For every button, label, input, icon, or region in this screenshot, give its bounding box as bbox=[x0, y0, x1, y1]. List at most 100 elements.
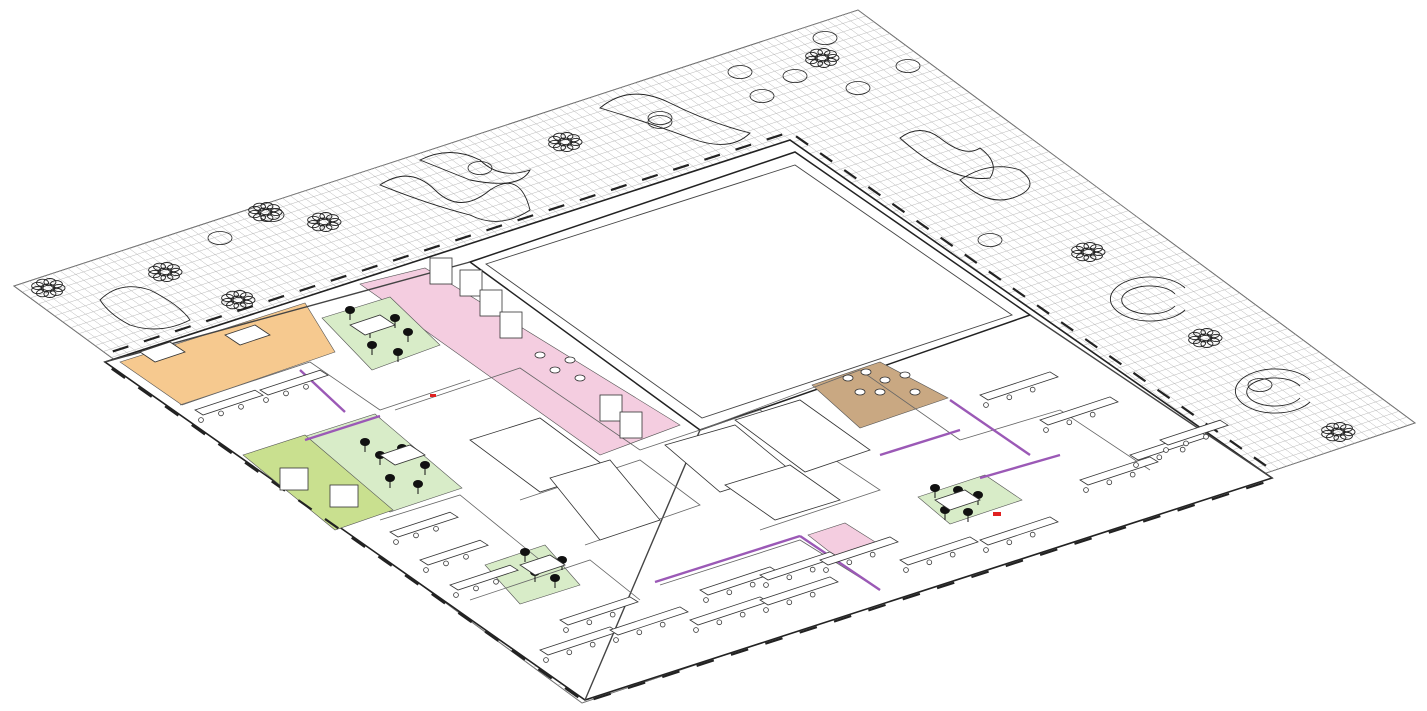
meeting-table bbox=[139, 341, 186, 363]
elevator-icon bbox=[724, 464, 841, 521]
chair-icon bbox=[926, 559, 933, 566]
chair-icon bbox=[1089, 411, 1096, 418]
shrub-icon bbox=[812, 31, 838, 45]
facade-segment bbox=[661, 670, 680, 679]
chair-icon bbox=[218, 410, 224, 417]
chair-icon bbox=[303, 383, 309, 390]
chair-icon bbox=[1006, 394, 1013, 401]
facade-segment bbox=[1156, 388, 1171, 400]
chair-icon bbox=[1133, 462, 1139, 468]
facade-segment bbox=[1108, 526, 1127, 534]
facade-segment bbox=[672, 163, 690, 171]
stool bbox=[534, 351, 546, 359]
facade-segment bbox=[1060, 321, 1074, 332]
facade-segment bbox=[1180, 405, 1195, 416]
facade-segment bbox=[1108, 355, 1123, 366]
chair-icon bbox=[763, 607, 769, 613]
chair-icon bbox=[390, 314, 400, 328]
planter-outline bbox=[99, 286, 191, 330]
chair-icon bbox=[198, 417, 204, 423]
facade-segment bbox=[205, 315, 223, 323]
chair-icon bbox=[749, 581, 756, 588]
chair-icon bbox=[609, 611, 616, 618]
meeting-table bbox=[519, 554, 566, 576]
chair-icon bbox=[393, 348, 403, 362]
chair-icon bbox=[1203, 433, 1209, 440]
facade-segment bbox=[431, 593, 446, 605]
facade-segment bbox=[1039, 548, 1058, 556]
chair-icon bbox=[473, 585, 479, 592]
tree-icon bbox=[1188, 328, 1223, 348]
facade-segment bbox=[735, 143, 752, 151]
facade-segment bbox=[143, 335, 160, 343]
glass-partition-5 bbox=[949, 399, 1031, 456]
facade-segment bbox=[244, 461, 259, 473]
facade-segment bbox=[548, 204, 565, 212]
booth bbox=[599, 394, 623, 422]
chair-icon bbox=[983, 547, 989, 553]
facade-segment bbox=[164, 405, 179, 417]
bench-arc bbox=[1121, 285, 1176, 315]
booth bbox=[479, 289, 503, 317]
accent-mark bbox=[993, 512, 1001, 516]
facade-segment bbox=[610, 183, 627, 192]
chair-icon bbox=[1066, 419, 1073, 426]
tree-icon bbox=[307, 212, 342, 232]
facade-segment bbox=[936, 581, 955, 590]
chair-icon bbox=[360, 438, 370, 452]
facade-segment bbox=[939, 236, 954, 247]
chair-icon bbox=[1179, 446, 1186, 453]
chair-icon bbox=[983, 402, 989, 408]
chair-icon bbox=[1006, 539, 1013, 546]
desk-icon bbox=[559, 596, 639, 633]
desk-icon bbox=[1039, 396, 1119, 433]
chair-icon bbox=[423, 567, 429, 573]
facade-segment bbox=[1253, 456, 1267, 467]
chair-icon bbox=[413, 532, 419, 539]
facade-segment bbox=[1132, 371, 1147, 383]
desk-icon bbox=[194, 389, 264, 423]
glass-partition-1 bbox=[654, 534, 801, 584]
chair-icon bbox=[903, 567, 909, 573]
stool bbox=[564, 356, 576, 364]
chair-icon bbox=[659, 621, 666, 628]
facade-segment bbox=[377, 555, 393, 567]
facade-segment bbox=[593, 692, 612, 701]
bench-arc bbox=[1246, 377, 1301, 407]
interior-walls bbox=[104, 261, 1273, 701]
staircase-icon bbox=[549, 459, 661, 541]
stool bbox=[549, 366, 561, 374]
shrub-icon bbox=[749, 89, 775, 103]
chair-icon bbox=[846, 559, 853, 566]
chair-icon bbox=[566, 649, 573, 656]
facade-segment bbox=[137, 386, 153, 398]
facade-segment bbox=[217, 442, 233, 455]
chair-icon bbox=[1043, 427, 1049, 433]
shrub-icon bbox=[895, 59, 921, 73]
zone-lounge-orange bbox=[119, 302, 336, 406]
facade-segment bbox=[988, 270, 1002, 281]
facade-segment bbox=[696, 659, 715, 667]
facade-segment bbox=[766, 133, 783, 141]
chair-icon bbox=[493, 578, 499, 585]
chair-icon bbox=[263, 397, 269, 403]
glass-partition-4 bbox=[304, 414, 381, 442]
tree-icon bbox=[148, 262, 183, 282]
stool bbox=[854, 388, 866, 396]
facade-segment bbox=[915, 219, 930, 231]
shrub-icon bbox=[782, 69, 808, 83]
facade-segment bbox=[764, 637, 783, 645]
facade-segment bbox=[579, 194, 596, 202]
landscape bbox=[31, 31, 1356, 442]
facade-segment bbox=[511, 649, 526, 661]
tree-icon bbox=[1071, 242, 1106, 262]
facade-segment bbox=[867, 186, 882, 197]
chair-icon bbox=[1083, 487, 1089, 493]
chair-icon bbox=[433, 525, 439, 532]
shrub-icon bbox=[647, 111, 673, 125]
facade-segment bbox=[1005, 559, 1024, 568]
shrub-icon bbox=[467, 161, 493, 175]
stool bbox=[899, 371, 911, 379]
shrub-icon bbox=[647, 115, 673, 129]
